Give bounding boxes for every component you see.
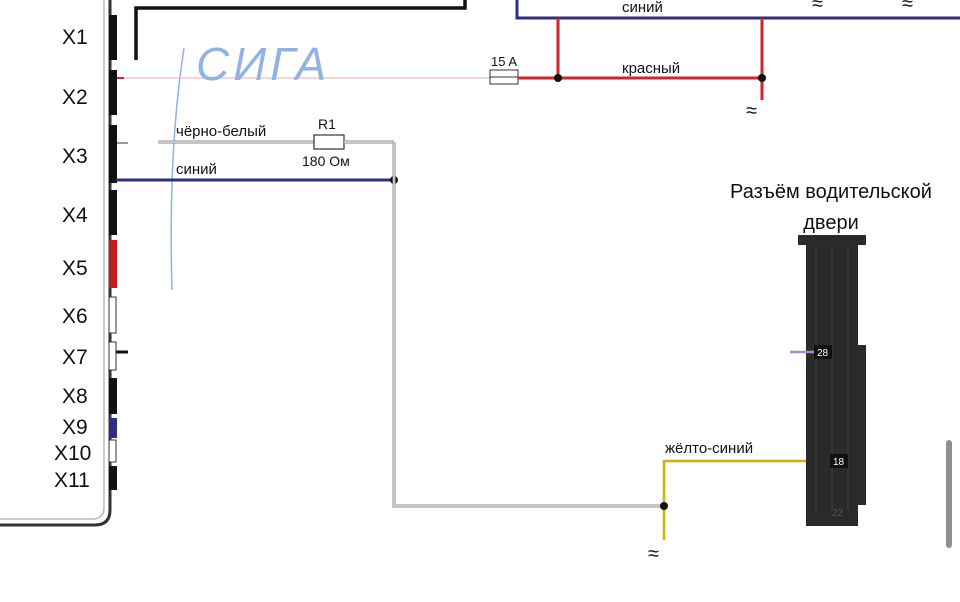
resistor-value: 180 Ом [302, 153, 350, 169]
resistor-ref: R1 [318, 116, 336, 132]
terminal-x11 [109, 466, 117, 490]
pin-label-x3: X3 [62, 145, 88, 168]
pin-28-box [814, 345, 832, 359]
main-connector-outline [0, 0, 112, 527]
vertical-scrollbar[interactable] [946, 440, 952, 548]
terminal-x9 [109, 418, 117, 438]
pin-18-box [830, 454, 848, 468]
main-connector-inner-edge [0, 0, 105, 520]
terminal-x1 [109, 15, 117, 60]
terminal-x10 [108, 439, 117, 463]
pin-label-x1: X1 [62, 26, 88, 49]
top-black-frame [134, 0, 467, 60]
handwritten-note: СИГА [196, 38, 330, 90]
door-connector-cap [798, 235, 866, 245]
door-connector-side [858, 345, 866, 505]
door-connector-title-2: двери [803, 212, 859, 234]
pin-label-28: 28 [817, 348, 829, 359]
ground-symbol-top-1: ≈ [812, 0, 823, 15]
gray-wire [392, 142, 664, 508]
ground-symbol-red: ≈ [746, 100, 757, 122]
terminal-x6 [108, 296, 117, 334]
wire-label-blue: синий [176, 161, 217, 178]
junction-red-right [758, 74, 766, 82]
terminal-x3 [109, 125, 117, 183]
wire-label-yellow-blue: жёлто-синий [665, 440, 753, 457]
pin-label-x10: X10 [54, 442, 91, 465]
wire-label-black-white: чёрно-белый [176, 123, 266, 140]
junction-yellow [660, 502, 668, 510]
junction-red-left [554, 74, 562, 82]
pin-label-x9: X9 [62, 416, 88, 439]
door-connector-title-1: Разъём водительской [730, 181, 932, 203]
pin-label-x4: X4 [62, 204, 88, 227]
pin-label-x11: X11 [54, 469, 90, 492]
terminal-x5 [109, 240, 117, 288]
pin-label-x2: X2 [62, 86, 88, 109]
door-connector [798, 235, 866, 526]
top-blue-frame [515, 0, 960, 20]
ground-symbol-top-2: ≈ [902, 0, 913, 15]
fuse-label: 15 A [491, 54, 517, 69]
resistor-r1 [313, 134, 345, 150]
handwritten-stroke [170, 47, 185, 291]
yellow-blue-wire [662, 459, 830, 540]
wire-label-top-blue: синий [622, 0, 663, 16]
terminal-x8 [109, 378, 117, 414]
pin-label-22: 22 [832, 508, 844, 519]
gray-wire-core [393, 142, 664, 507]
pin-label-x8: X8 [62, 385, 88, 408]
pin-label-18: 18 [833, 457, 845, 468]
pin-label-x6: X6 [62, 305, 88, 328]
pin-label-x7: X7 [62, 346, 88, 369]
wire-label-red: красный [622, 60, 680, 77]
terminal-x7 [108, 341, 117, 371]
pin-label-x5: X5 [62, 257, 88, 280]
terminal-x4 [109, 190, 117, 235]
ground-symbol-bottom: ≈ [648, 543, 659, 565]
terminal-x2 [109, 70, 117, 115]
